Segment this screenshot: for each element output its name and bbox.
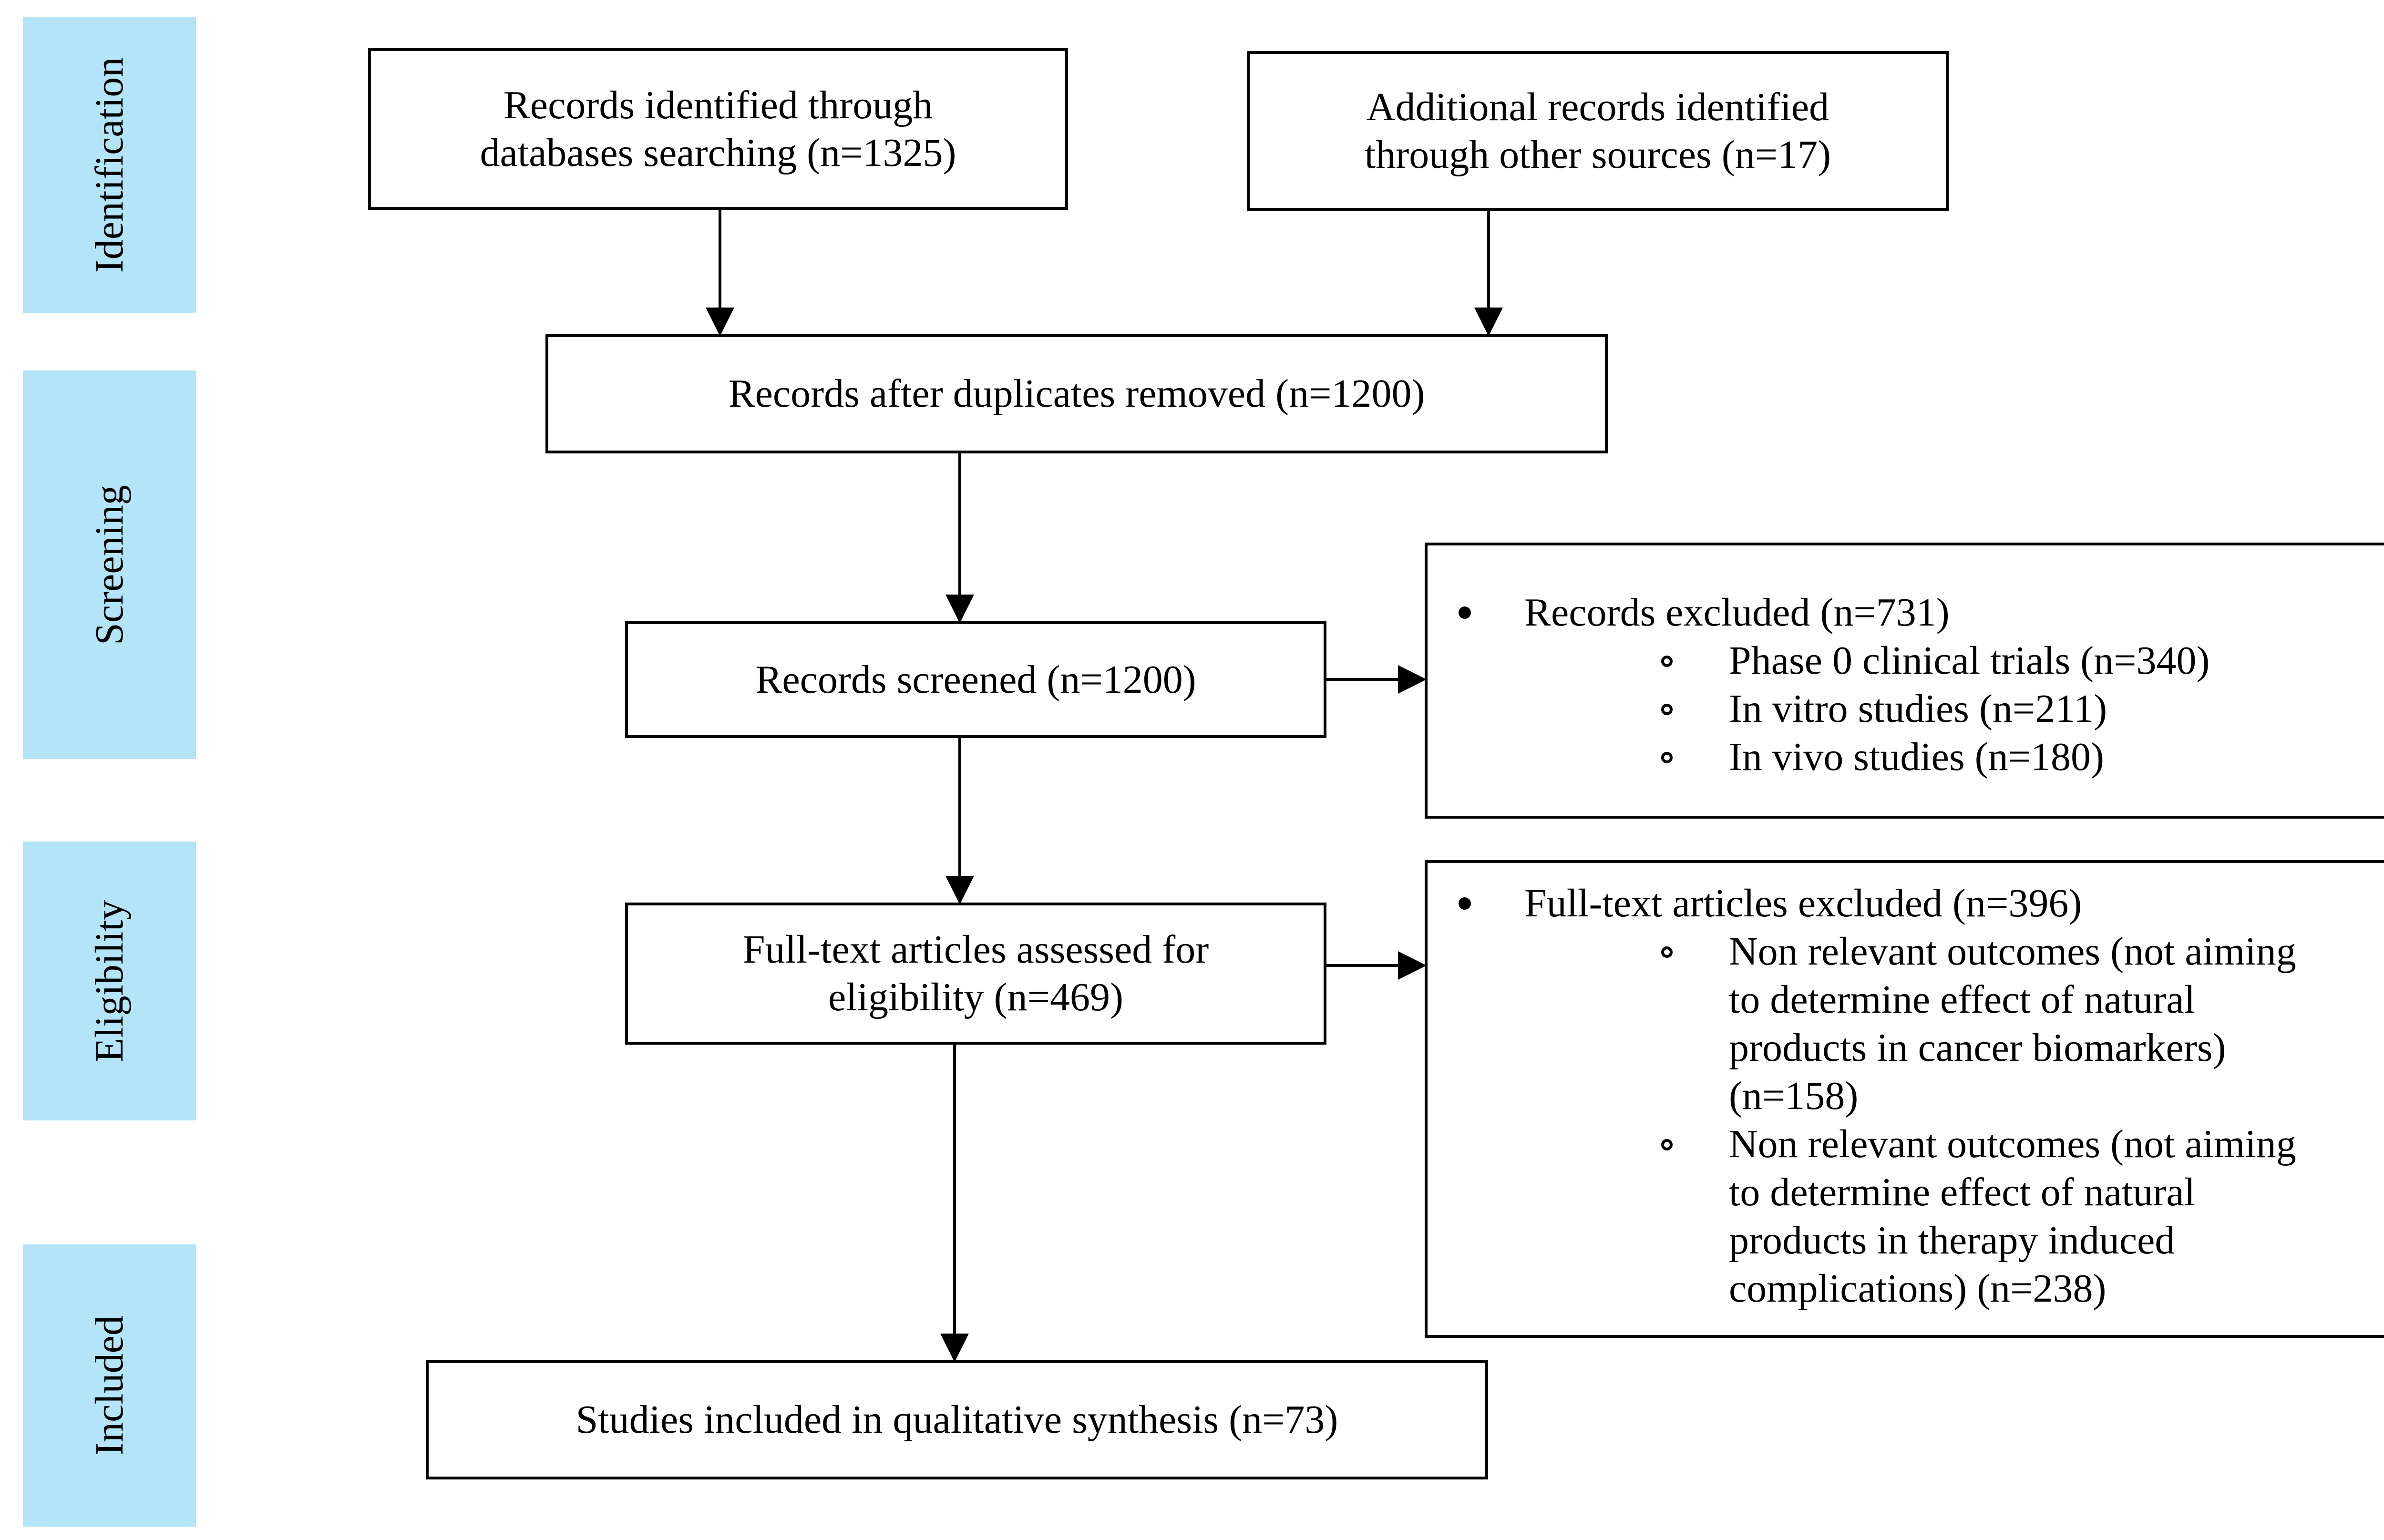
list-item-line: Non relevant outcomes (not aiming (1729, 1122, 2296, 1166)
box-other-sources-line1: Additional records identified (1366, 84, 1829, 129)
hollow-bullet-icon (1661, 656, 1673, 667)
list-item-text: In vitro studies (n=211) (1729, 687, 2107, 731)
list-item-line: (n=158) (1729, 1074, 1859, 1118)
hollow-bullet-icon (1661, 752, 1673, 763)
list-item-line: products in cancer biomarkers) (1729, 1026, 2226, 1070)
box-studies-included: Studies included in qualitative synthesi… (426, 1360, 1488, 1479)
phase-label-identification: Identification (87, 57, 132, 273)
box-records-excluded: Records excluded (n=731) Phase 0 clinica… (1425, 543, 2384, 819)
phase-bar-identification: Identification (23, 17, 196, 313)
bullet-icon (1459, 897, 1471, 910)
box-other-sources: Additional records identified through ot… (1247, 51, 1949, 211)
list-item-line: products in therapy induced (1729, 1218, 2175, 1263)
box-after-duplicates-text: Records after duplicates removed (n=1200… (728, 371, 1425, 416)
phase-bar-included: Included (23, 1244, 196, 1527)
hollow-bullet-icon (1661, 946, 1673, 958)
box-studies-included-text: Studies included in qualitative synthesi… (575, 1397, 1338, 1442)
records-excluded-heading-text: Records excluded (n=731) (1524, 590, 1950, 635)
box-full-text-assessed-line2: eligibility (n=469) (828, 975, 1123, 1019)
list-item-line: complications) (n=238) (1729, 1266, 2107, 1311)
phase-label-screening: Screening (87, 484, 132, 645)
list-item-text: Non relevant outcomes (not aiming to det… (1729, 927, 2296, 1120)
box-full-text-assessed: Full-text articles assessed for eligibil… (625, 903, 1326, 1045)
box-other-sources-line2: through other sources (n=17) (1364, 132, 1831, 177)
box-records-screened-text: Records screened (n=1200) (755, 657, 1196, 702)
full-text-excluded-heading-text: Full-text articles excluded (n=396) (1524, 881, 2082, 925)
box-database-search-line2: databases searching (n=1325) (480, 130, 956, 175)
list-item-text: In vivo studies (n=180) (1729, 735, 2104, 779)
box-database-search-line1: Records identified through (503, 82, 933, 127)
phase-label-included: Included (87, 1315, 132, 1456)
list-item-text: Phase 0 clinical trials (n=340) (1729, 638, 2210, 683)
phase-bar-eligibility: Eligibility (23, 842, 196, 1120)
box-database-search: Records identified through databases sea… (368, 48, 1068, 210)
box-full-text-assessed-line1: Full-text articles assessed for (742, 927, 1209, 972)
phase-label-eligibility: Eligibility (87, 900, 132, 1062)
phase-bar-screening: Screening (23, 370, 196, 759)
hollow-bullet-icon (1661, 704, 1673, 715)
list-item-line: Non relevant outcomes (not aiming (1729, 929, 2296, 974)
list-item-line: to determine effect of natural (1729, 977, 2195, 1022)
hollow-bullet-icon (1661, 1139, 1673, 1150)
bullet-icon (1459, 606, 1471, 619)
list-item-line: to determine effect of natural (1729, 1170, 2195, 1214)
list-item-text: Non relevant outcomes (not aiming to det… (1729, 1120, 2296, 1313)
box-full-text-excluded: Full-text articles excluded (n=396) Non … (1425, 860, 2384, 1338)
box-records-screened: Records screened (n=1200) (625, 621, 1326, 738)
box-after-duplicates: Records after duplicates removed (n=1200… (545, 334, 1608, 453)
